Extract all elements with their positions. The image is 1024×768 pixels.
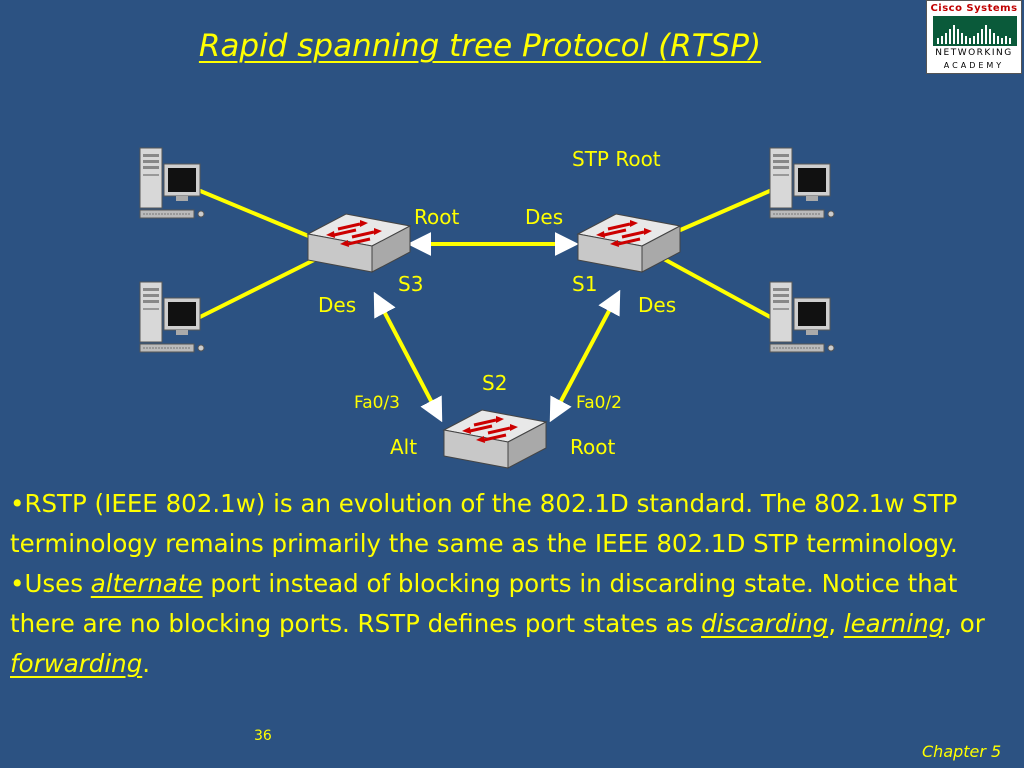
link-s1-pc4 [661, 256, 773, 320]
port-label-s1-des: Des [525, 205, 563, 229]
term-alternate: alternate [90, 569, 203, 598]
switch-s3-icon [306, 212, 412, 274]
bridge-icon [933, 16, 1017, 46]
link-s1-s2 [549, 289, 621, 423]
pc-icon-bottom-left [139, 281, 205, 353]
port-label-s2-alt: Alt [390, 435, 417, 459]
bullet-1: •RSTP (IEEE 802.1w) is an evolution of t… [10, 489, 958, 558]
port-label-fa03: Fa0/3 [354, 393, 400, 413]
port-label-s3-root: Root [414, 205, 459, 229]
term-forwarding: forwarding [10, 649, 143, 678]
logo-brand: Cisco Systems [930, 3, 1018, 14]
port-label-fa02: Fa0/2 [576, 393, 622, 413]
slide-title: Rapid spanning tree Protocol (RTSP) [198, 28, 762, 64]
pc-icon-top-right [769, 147, 835, 219]
pc-icon-bottom-right [769, 281, 835, 353]
switch-label-s2: S2 [482, 371, 507, 395]
term-discarding: discarding [701, 609, 829, 638]
switch-s1-icon [576, 212, 682, 274]
bullet-2: •Uses alternate port instead of blocking… [10, 564, 1000, 684]
chapter-label: Chapter 5 [922, 742, 1002, 761]
pc-icon-top-left [139, 147, 205, 219]
logo-line-academy: ACADEMY [943, 61, 1005, 70]
port-label-s2-root: Root [570, 435, 615, 459]
network-diagram: STP Root Root Des S3 S1 Des Des S2 Fa0/3… [139, 147, 835, 470]
switch-s2-icon [442, 408, 548, 470]
term-learning: learning [843, 609, 945, 638]
link-pc1-s3 [197, 188, 319, 242]
port-label-s3-des: Des [318, 293, 356, 317]
bullet-2-prefix: •Uses [10, 569, 91, 598]
link-s3-s2 [373, 291, 443, 423]
port-label-s1-des-down: Des [638, 293, 676, 317]
bullet-2-end: . [142, 649, 151, 678]
logo-line-networking: NETWORKING [935, 48, 1013, 58]
slide-number: 36 [254, 728, 272, 744]
link-pc2-s3 [197, 256, 319, 320]
switch-label-s3: S3 [398, 272, 423, 296]
bullet-text: •RSTP (IEEE 802.1w) is an evolution of t… [10, 484, 1000, 684]
switch-label-s1: S1 [572, 272, 597, 296]
bullet-2-middle: port instead of blocking ports in discar… [10, 569, 958, 638]
stp-root-label: STP Root [572, 147, 661, 171]
bullet-2-comma: , [828, 609, 844, 638]
bullet-2-or: , or [944, 609, 985, 638]
cisco-networking-academy-logo: Cisco Systems NETWORKING ACADEMY [926, 0, 1022, 74]
